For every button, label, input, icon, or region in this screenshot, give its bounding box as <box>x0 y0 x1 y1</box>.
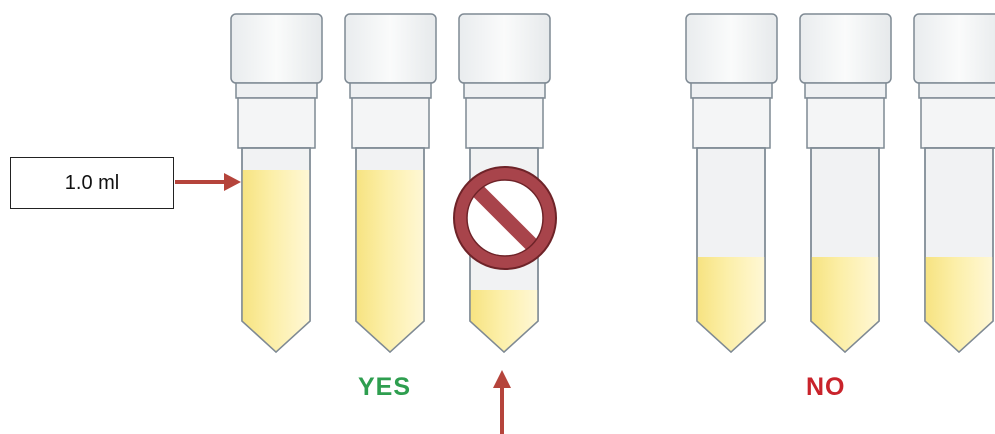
tube-liquid <box>470 290 538 352</box>
no-label: NO <box>806 373 846 401</box>
yes-label: YES <box>358 373 412 401</box>
tube-cap-ring <box>349 82 432 99</box>
tube-neck <box>920 97 995 149</box>
prohibition-icon <box>453 166 557 270</box>
tube-liquid <box>356 170 424 352</box>
tube-cap <box>458 13 551 84</box>
tube-cap-ring <box>804 82 887 99</box>
tube-cap-ring <box>690 82 773 99</box>
arrow-up-icon <box>493 370 511 434</box>
tube-cap-ring <box>235 82 318 99</box>
tube-cap <box>799 13 892 84</box>
tube-cap <box>685 13 778 84</box>
tube-cap-ring <box>463 82 546 99</box>
tube-cap <box>230 13 323 84</box>
tube-5 <box>799 13 892 354</box>
tube-neck <box>692 97 771 149</box>
tube-liquid <box>242 170 310 352</box>
tube-liquid <box>925 257 993 352</box>
tube-6 <box>913 13 995 354</box>
arrow-right-icon <box>175 173 241 191</box>
tube-liquid <box>811 257 879 352</box>
tube-cap <box>344 13 437 84</box>
tube-neck <box>465 97 544 149</box>
tube-liquid <box>697 257 765 352</box>
tube-4 <box>685 13 778 354</box>
tube-1 <box>230 13 323 354</box>
tube-cap <box>913 13 995 84</box>
tube-cap-ring <box>918 82 995 99</box>
volume-label: 1.0 ml <box>10 157 174 209</box>
tube-neck <box>351 97 430 149</box>
tube-neck <box>237 97 316 149</box>
tube-2 <box>344 13 437 354</box>
tube-neck <box>806 97 885 149</box>
